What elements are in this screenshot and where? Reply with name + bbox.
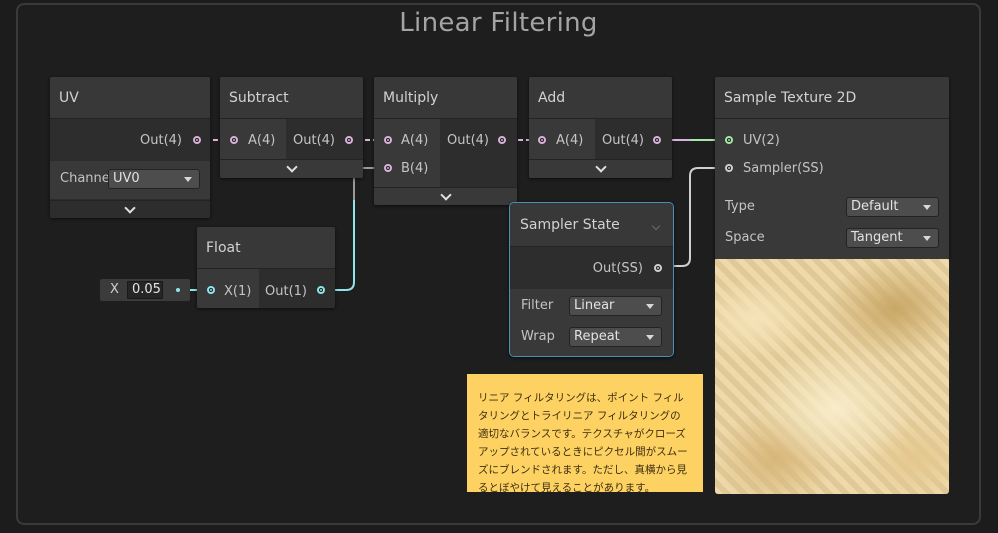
- subtract-out-port[interactable]: [345, 136, 353, 144]
- subtract-collapse-toggle[interactable]: [220, 159, 363, 178]
- filter-dropdown[interactable]: Linear: [569, 296, 662, 316]
- multiply-in-a-label: A(4): [401, 133, 429, 148]
- x-field-port-dot: [176, 288, 180, 292]
- add-out-port[interactable]: [653, 136, 661, 144]
- sample-texture-in-sampler-port[interactable]: [725, 164, 733, 172]
- x-value-input[interactable]: 0.05: [127, 281, 163, 299]
- channel-dropdown[interactable]: UV0: [108, 169, 200, 189]
- space-dropdown[interactable]: Tangent: [846, 228, 939, 248]
- add-collapse-toggle[interactable]: [529, 159, 672, 178]
- sampler-state-out-port[interactable]: [654, 264, 662, 272]
- sticky-note-text[interactable]: リニア フィルタリングは、ポイント フィルタリングとトライリニア フィルタリング…: [478, 392, 688, 492]
- filter-label: Filter: [521, 298, 554, 313]
- wrap-dropdown[interactable]: Repeat: [569, 327, 662, 347]
- x-label: X: [110, 282, 119, 297]
- sample-texture-node[interactable]: Sample Texture 2D UV(2) Sampler(SS) Type…: [715, 77, 949, 259]
- type-label: Type: [725, 199, 755, 214]
- wrap-label: Wrap: [521, 329, 555, 344]
- multiply-inputs: [374, 119, 440, 187]
- chevron-down-icon: [439, 189, 452, 201]
- multiply-node[interactable]: Multiply A(4) B(4) Out(4): [374, 77, 517, 205]
- float-node-title[interactable]: Float: [197, 227, 335, 269]
- multiply-in-b-port[interactable]: [384, 164, 392, 172]
- space-value: Tangent: [851, 230, 903, 245]
- sampler-state-node[interactable]: Sampler State Out(SS) Filter Linear Wrap…: [509, 202, 674, 357]
- sample-texture-in-uv-label: UV(2): [743, 133, 780, 148]
- subtract-in-a-port[interactable]: [230, 136, 238, 144]
- uv-node-title[interactable]: UV: [50, 77, 210, 119]
- sample-texture-inputs: [715, 119, 949, 185]
- add-node-title[interactable]: Add: [529, 77, 672, 119]
- dropdown-arrow-icon: [646, 304, 654, 309]
- channel-value: UV0: [113, 171, 140, 186]
- subtract-node[interactable]: Subtract A(4) Out(4): [220, 77, 363, 178]
- chevron-down-icon: [594, 161, 607, 173]
- dropdown-arrow-icon: [646, 335, 654, 340]
- multiply-node-title[interactable]: Multiply: [374, 77, 517, 119]
- dropdown-arrow-icon: [184, 177, 192, 182]
- wire-sampler-sample: [657, 167, 728, 267]
- subtract-out-label: Out(4): [293, 133, 335, 148]
- wrap-value: Repeat: [574, 329, 620, 344]
- subtract-in-a-label: A(4): [248, 133, 276, 148]
- uv-collapse-toggle[interactable]: [50, 200, 210, 218]
- multiply-in-b-label: B(4): [401, 161, 429, 176]
- add-in-a-label: A(4): [556, 133, 584, 148]
- sticky-note[interactable]: リニア フィルタリングは、ポイント フィルタリングとトライリニア フィルタリング…: [467, 374, 703, 492]
- sampler-state-out-label: Out(SS): [592, 261, 643, 276]
- add-out-label: Out(4): [602, 133, 644, 148]
- channel-label: Channe: [60, 171, 110, 186]
- uv-node[interactable]: UV Out(4) Channe UV0: [50, 77, 210, 218]
- float-in-x-port[interactable]: [207, 286, 215, 294]
- uv-outputs: [50, 119, 210, 161]
- sample-texture-in-uv-port[interactable]: [725, 136, 733, 144]
- type-value: Default: [851, 199, 899, 214]
- type-dropdown[interactable]: Default: [846, 197, 939, 217]
- dropdown-arrow-icon: [923, 236, 931, 241]
- sample-texture-in-sampler-label: Sampler(SS): [743, 161, 824, 176]
- float-in-x-label: X(1): [224, 284, 252, 299]
- sample-texture-title[interactable]: Sample Texture 2D: [715, 77, 949, 119]
- multiply-collapse-toggle[interactable]: [374, 187, 517, 205]
- add-in-a-port[interactable]: [538, 136, 546, 144]
- space-label: Space: [725, 230, 765, 245]
- multiply-in-a-port[interactable]: [384, 136, 392, 144]
- float-node[interactable]: Float X(1) Out(1): [197, 227, 335, 308]
- float-out-label: Out(1): [265, 284, 307, 299]
- subtract-node-title[interactable]: Subtract: [220, 77, 363, 119]
- uv-out-port-label: Out(4): [140, 133, 182, 148]
- float-out-port[interactable]: [317, 286, 325, 294]
- add-node[interactable]: Add A(4) Out(4): [529, 77, 672, 178]
- chevron-down-icon: [285, 161, 298, 173]
- filter-value: Linear: [574, 298, 615, 313]
- chevron-down-icon: [124, 202, 136, 214]
- multiply-out-port[interactable]: [498, 136, 506, 144]
- texture-preview: [715, 259, 949, 494]
- multiply-out-label: Out(4): [447, 133, 489, 148]
- sampler-state-title[interactable]: Sampler State: [510, 203, 673, 247]
- group-title[interactable]: Linear Filtering: [399, 8, 598, 38]
- uv-out-port[interactable]: [193, 136, 201, 144]
- float-x-input-field[interactable]: X 0.05: [100, 279, 190, 301]
- dropdown-arrow-icon: [923, 205, 931, 210]
